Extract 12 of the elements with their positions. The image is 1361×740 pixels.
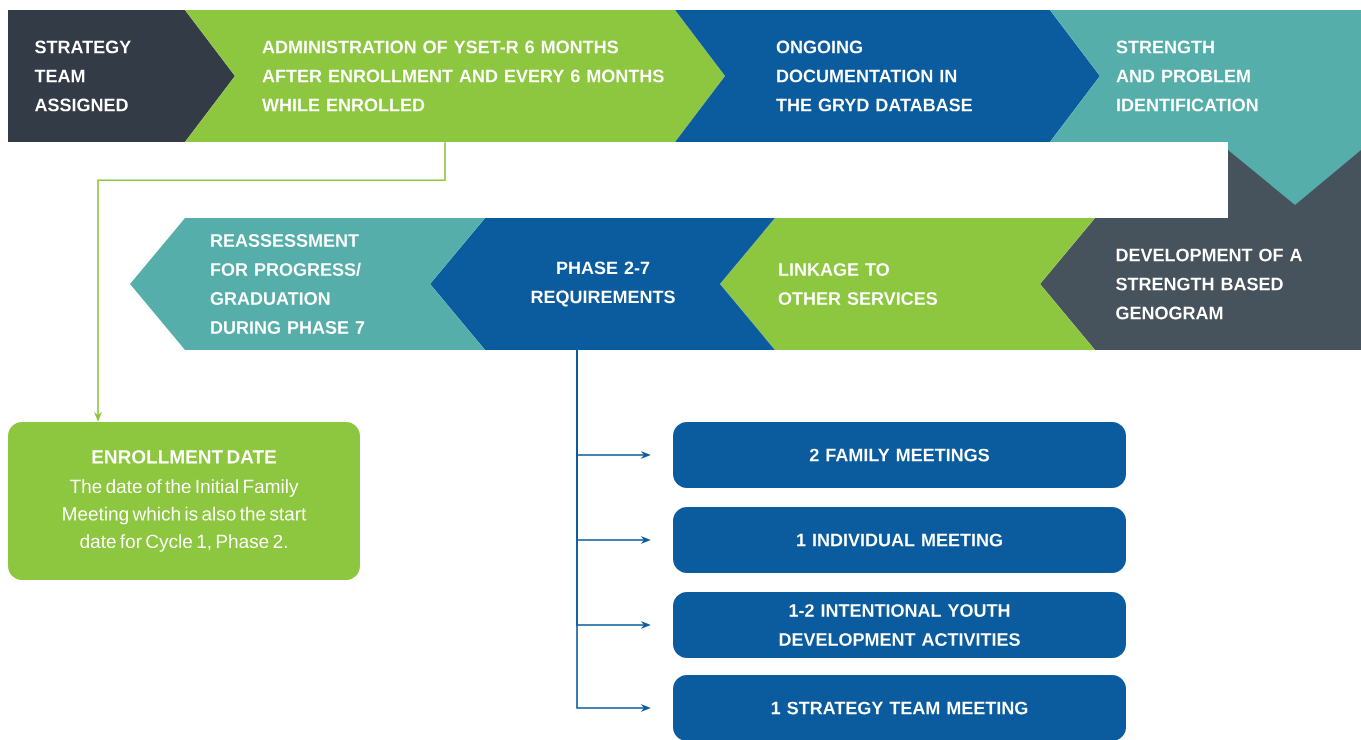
process-step: ADMINISTRATION OF YSET-R 6 MONTHS AFTER ENROLLMENT AND EVERY 6 MONTHS WHILE ENROLLED	[185, 10, 725, 142]
requirement-box: 2 FAMILY MEETINGS	[673, 422, 1126, 488]
requirement-box: 1 STRATEGY TEAM MEETING	[673, 675, 1126, 740]
process-step: STRATEGY TEAM ASSIGNED	[8, 10, 235, 142]
info-box: ENROLLMENT DATE The date of the Initial Family Meeting which is also the start date for Cycle 1, Phase 2.	[8, 422, 360, 580]
requirement-box: 1-2 INTENTIONAL YOUTH DEVELOPMENT ACTIVITIES	[673, 592, 1126, 658]
requirement-box: 1 INDIVIDUAL MEETING	[673, 507, 1126, 573]
process-step: REASSESSMENT FOR PROGRESS/ GRADUATION DURING PHASE 7	[130, 218, 485, 350]
process-step: PHASE 2-7 REQUIREMENTS	[430, 218, 775, 350]
process-step: STRENGTH AND PROBLEM IDENTIFICATION	[1050, 10, 1361, 205]
process-step: ONGOING DOCUMENTATION IN THE GRYD DATABASE	[675, 10, 1100, 142]
process-step: LINKAGE TO OTHER SERVICES	[720, 218, 1095, 350]
